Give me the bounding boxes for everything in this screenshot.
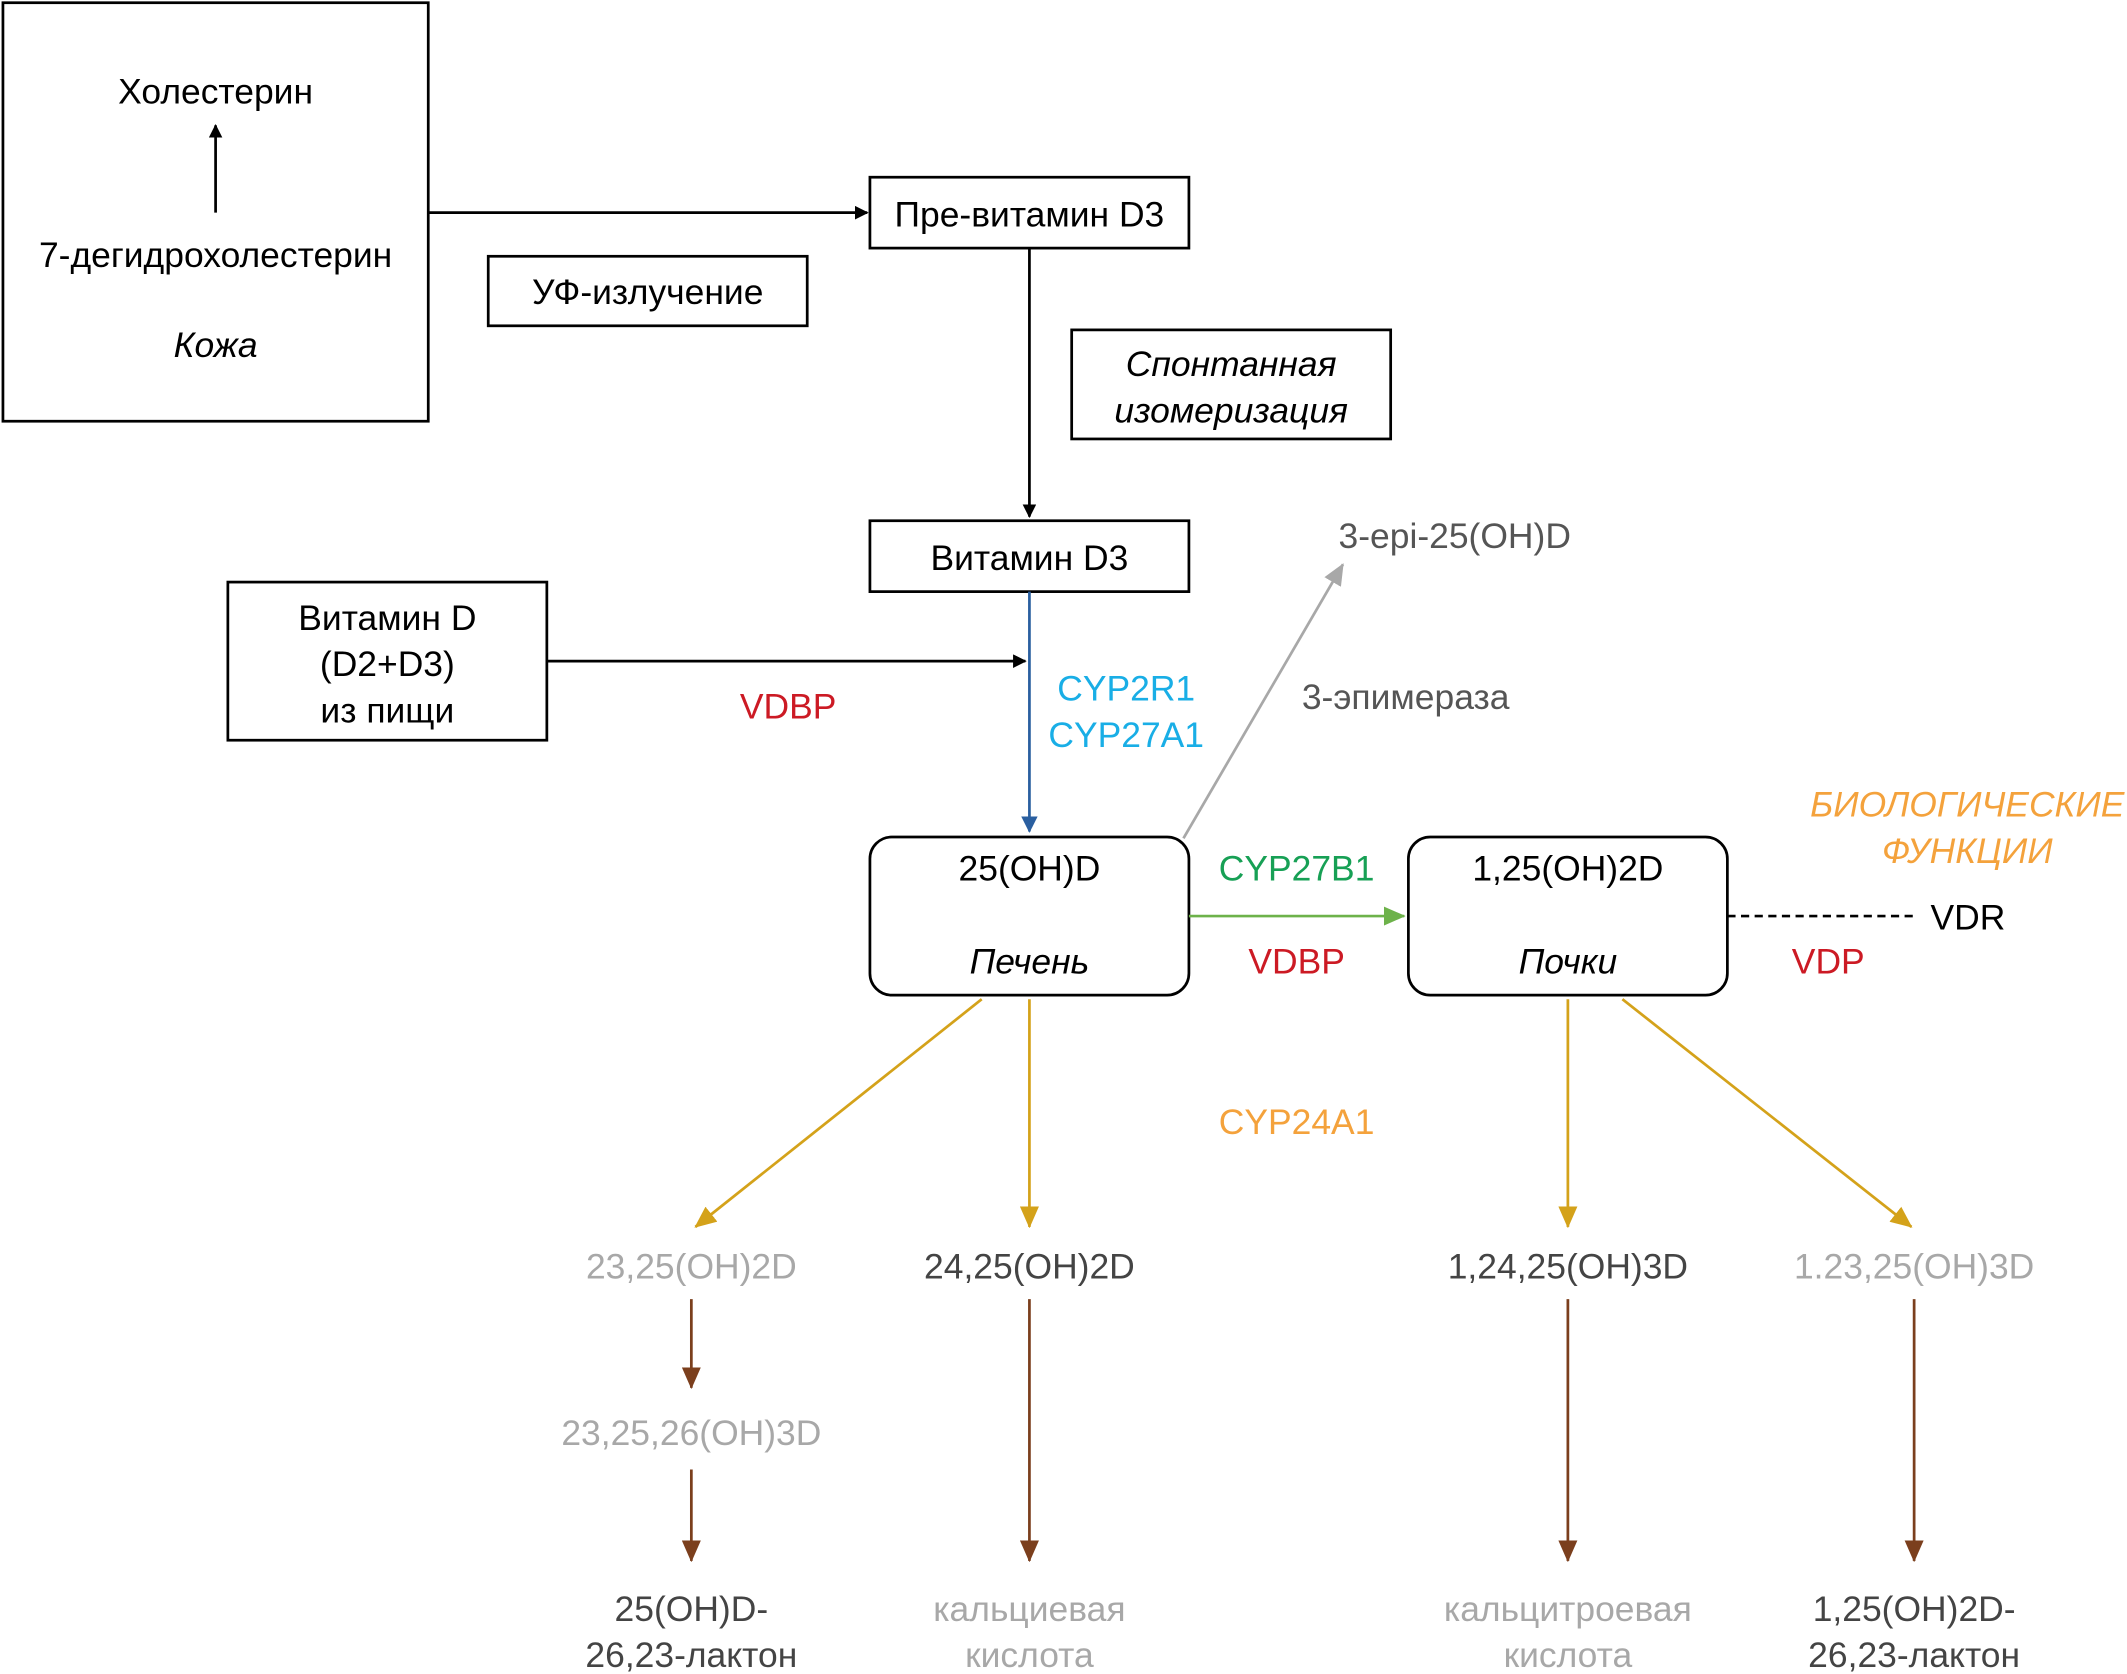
metabolite-m1: 23,25(OH)2D (586, 1247, 797, 1287)
liver-organ-label: Печень (970, 941, 1090, 981)
metabolite-m4: 1.23,25(OH)3D (1794, 1247, 2034, 1287)
end-product-e2-line2: кислота (965, 1635, 1094, 1674)
vdbp-label-1: VDBP (740, 686, 837, 726)
metabolite-m2: 24,25(OH)2D (924, 1247, 1135, 1287)
kidney-box: 1,25(OH)2D Почки (1407, 835, 1729, 997)
isomerization-line2: изомеризация (1114, 391, 1348, 431)
dehydrocholesterol-label: 7-дегидрохолестерин (39, 235, 392, 275)
skin-organ-label: Кожа (174, 325, 258, 365)
epimerase-label: 3-эпимераза (1302, 677, 1510, 717)
isomerization-box: Спонтанная изомеризация (1070, 328, 1393, 441)
previtamin-box: Пре-витамин D3 (868, 175, 1191, 250)
vdr-label: VDR (1930, 898, 2005, 938)
arrow-to-m1 (694, 998, 983, 1228)
end-product-e3-line2: кислота (1504, 1635, 1633, 1674)
cyp2r1-label: CYP2R1 (1057, 669, 1195, 709)
diet-box: Витамин D (D2+D3) из пищи (226, 580, 549, 742)
end-product-e2-line1: кальциевая (933, 1589, 1125, 1629)
liver-compound-label: 25(OH)D (959, 849, 1101, 889)
previtamin-label: Пре-витамин D3 (895, 194, 1165, 234)
epi-product-label: 3-epi-25(OH)D (1339, 516, 1571, 556)
diet-line3: из пищи (320, 690, 454, 730)
end-product-e1-line1: 25(OH)D- (615, 1589, 769, 1629)
diet-line1: Витамин D (298, 598, 476, 638)
vdp-label: VDP (1792, 941, 1865, 981)
end-product-e4-line2: 26,23-лактон (1808, 1635, 2020, 1674)
arrow-to-epi (1182, 563, 1345, 840)
end-product-e3-line1: кальцитроевая (1444, 1589, 1692, 1629)
skin-box: Холестерин 7-дегидрохолестерин Кожа (1, 1, 430, 423)
cyp27b1-label: CYP27B1 (1219, 849, 1375, 889)
kidney-organ-label: Почки (1519, 941, 1618, 981)
uv-label: УФ-излучение (532, 272, 763, 312)
vitamin-d3-label: Витамин D3 (930, 538, 1128, 578)
diet-line2: (D2+D3) (320, 644, 455, 684)
isomerization-line1: Спонтанная (1126, 344, 1337, 384)
liver-box: 25(OH)D Печень (868, 835, 1191, 997)
metabolite-m3: 1,24,25(OH)3D (1448, 1247, 1688, 1287)
bio-functions-line2: ФУНКЦИИ (1882, 831, 2053, 871)
cyp27a1-label: CYP27A1 (1048, 715, 1204, 755)
arrow-to-m4 (1621, 998, 1913, 1228)
cholesterol-label: Холестерин (118, 72, 313, 112)
end-product-e4-line1: 1,25(OH)2D- (1813, 1589, 2016, 1629)
uv-box: УФ-излучение (486, 254, 809, 328)
end-product-e1-line2: 26,23-лактон (585, 1635, 797, 1674)
vdbp-label-2: VDBP (1248, 941, 1345, 981)
kidney-compound-label: 1,25(OH)2D (1472, 849, 1663, 889)
cyp24a1-label: CYP24A1 (1219, 1102, 1375, 1142)
vitamin-d3-box: Витамин D3 (868, 519, 1191, 593)
bio-functions-line1: БИОЛОГИЧЕСКИЕ (1810, 785, 2125, 825)
metabolite-m5: 23,25,26(OH)3D (561, 1413, 821, 1453)
